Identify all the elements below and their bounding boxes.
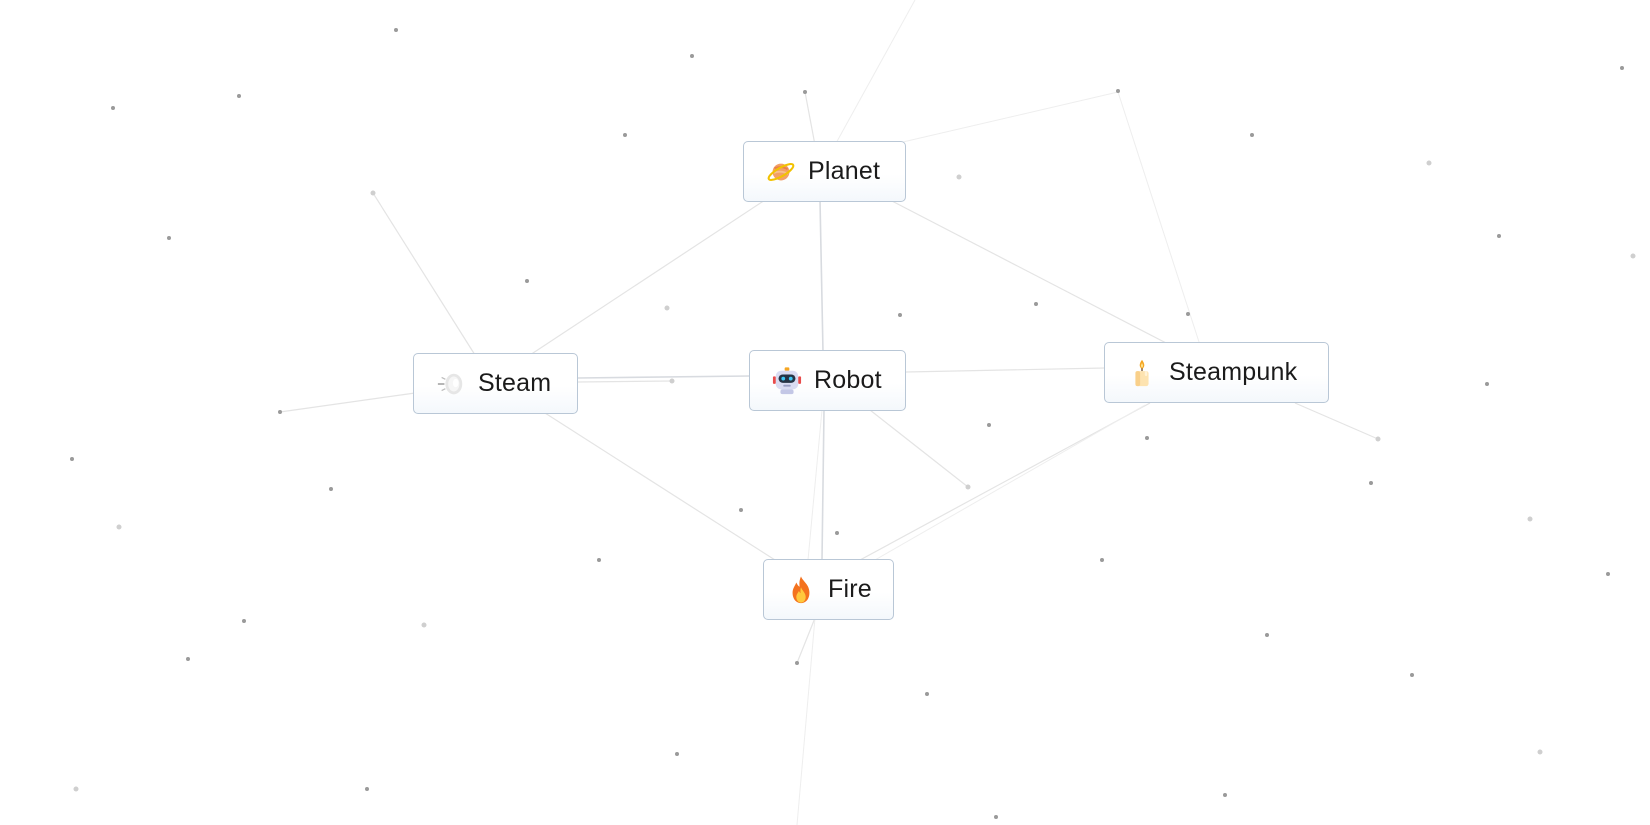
element-label-planet: Planet (808, 157, 881, 185)
element-label-steampunk: Steampunk (1169, 358, 1298, 386)
element-tile-planet[interactable]: Planet (743, 141, 906, 202)
robot-icon (772, 366, 802, 394)
connection-lines (279, 0, 1379, 825)
candle-icon (1135, 359, 1149, 386)
element-label-robot: Robot (814, 366, 882, 394)
star-dots (70, 28, 1636, 819)
element-label-fire: Fire (828, 575, 872, 603)
steam-icon (437, 373, 463, 394)
element-tile-fire[interactable]: Fire (763, 559, 894, 620)
element-tile-robot[interactable]: Robot (749, 350, 906, 411)
element-tile-steampunk[interactable]: Steampunk (1104, 342, 1329, 403)
element-label-steam: Steam (478, 369, 552, 397)
fire-icon (792, 575, 810, 603)
planet-icon (767, 162, 795, 181)
element-tile-steam[interactable]: Steam (413, 353, 578, 414)
